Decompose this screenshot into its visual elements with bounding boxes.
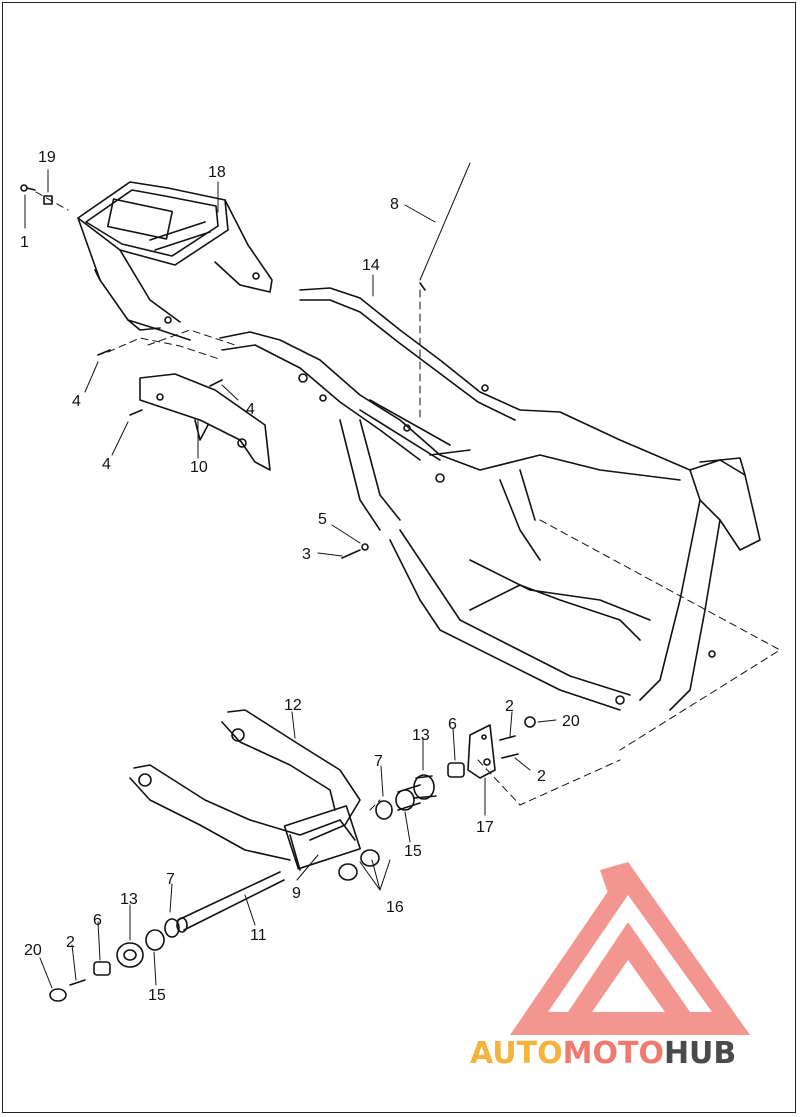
leader-lines: [24, 162, 557, 989]
callout-2b: 2: [537, 768, 546, 785]
callout-6b: 6: [93, 912, 102, 929]
watermark-text: AUTOMOTOHUB: [470, 1036, 736, 1071]
fasteners: [20, 184, 426, 559]
callout-7b: 7: [166, 871, 175, 888]
watermark-moto: MOTO: [563, 1036, 664, 1071]
watermark-hub: HUB: [664, 1036, 736, 1071]
callout-2c: 2: [66, 934, 75, 951]
callout-8: 8: [390, 196, 399, 213]
callout-15b: 15: [148, 987, 166, 1004]
callout-18: 18: [208, 164, 226, 181]
callout-17: 17: [476, 819, 494, 836]
callout-4b: 4: [246, 401, 255, 418]
callout-20a: 20: [562, 713, 580, 730]
callout-11: 11: [250, 927, 267, 944]
callout-15a: 15: [404, 843, 422, 860]
callout-9: 9: [292, 885, 301, 902]
callout-6a: 6: [448, 716, 457, 733]
callout-13b: 13: [120, 891, 138, 908]
callout-12: 12: [284, 697, 302, 714]
callout-14: 14: [362, 257, 380, 274]
callout-19: 19: [38, 149, 56, 166]
watermark-logo: [510, 862, 750, 1035]
side-cover: [139, 373, 271, 471]
pivot-hardware-left: [49, 849, 380, 1002]
watermark-triangle-icon: [510, 862, 750, 1035]
watermark-auto: AUTO: [470, 1036, 563, 1071]
callout-1: 1: [20, 234, 29, 251]
callout-7a: 7: [374, 753, 383, 770]
swingarm: [129, 709, 361, 871]
pivot-hardware-right: [375, 716, 536, 820]
assembly-lines: [35, 191, 781, 811]
callout-20b: 20: [24, 942, 42, 959]
callout-5: 5: [318, 511, 327, 528]
callout-4c: 4: [102, 456, 111, 473]
callout-16: 16: [386, 899, 404, 916]
callout-10: 10: [190, 459, 208, 476]
luggage-rack: [77, 181, 273, 341]
callout-2a: 2: [505, 698, 514, 715]
callout-3: 3: [302, 546, 311, 563]
callout-labels: 1 19 18 8 14 4 4 4 10 5 3 12 13 6 2 20 7…: [20, 149, 580, 1004]
callout-13a: 13: [412, 727, 430, 744]
callout-4a: 4: [72, 393, 81, 410]
main-frame: [219, 287, 761, 711]
